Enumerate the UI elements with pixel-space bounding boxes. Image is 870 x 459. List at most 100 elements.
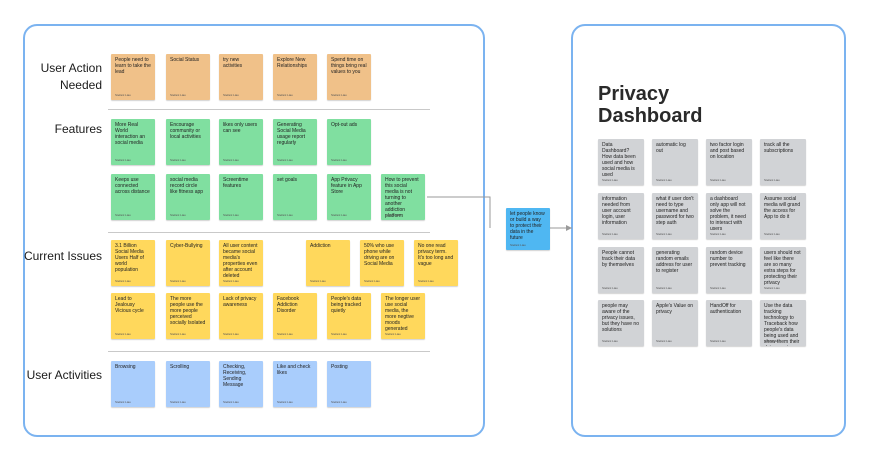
sticky-note[interactable]: The longer user use social media, the mo… <box>381 293 425 339</box>
note-text: random device number to prevent tracking <box>710 250 746 268</box>
note-author: Stefani Liao <box>331 158 347 162</box>
note-text: App Privacy feature in App Store <box>331 177 362 195</box>
note-author: Stefani Liao <box>277 93 293 97</box>
section-divider <box>108 351 430 352</box>
note-text: Screentime features <box>223 177 249 189</box>
sticky-note[interactable]: Use the data tracking technology to Trac… <box>760 300 806 346</box>
sticky-note[interactable]: what if user don't need to type username… <box>652 193 698 239</box>
note-text: More Real World interaction an social me… <box>115 122 146 146</box>
note-text: information needed from user account log… <box>602 196 631 226</box>
sticky-note[interactable]: How to prevent this social media is not … <box>381 174 425 220</box>
sticky-note[interactable]: Generating Social Media usage report reg… <box>273 119 317 165</box>
note-text: The longer user use social media, the mo… <box>385 296 421 332</box>
note-author: Stefani Liao <box>764 286 780 290</box>
note-text: Lead to Jealousy Vicious cycle <box>115 296 144 314</box>
note-text: Social Status <box>170 57 200 63</box>
sticky-note[interactable]: 3.1 Billion Social Media Users Half of w… <box>111 240 155 286</box>
note-text: let people know or build a way to protec… <box>510 211 545 241</box>
note-author: Stefani Liao <box>170 332 186 336</box>
sticky-note[interactable]: All user content became social media's p… <box>219 240 263 286</box>
sticky-note[interactable]: The more people use the more people perc… <box>166 293 210 339</box>
note-author: Stefani Liao <box>602 178 618 182</box>
sticky-note[interactable]: Assume social media will grand the acces… <box>760 193 806 239</box>
sticky-note[interactable]: generating random emails address for use… <box>652 247 698 293</box>
note-author: Stefani Liao <box>223 158 239 162</box>
note-text: social media record circle like fitness … <box>170 177 204 195</box>
note-author: Stefani Liao <box>656 232 672 236</box>
section-label-current-issues: Current Issues <box>23 249 102 263</box>
note-author: Stefani Liao <box>277 400 293 404</box>
section-label-user-action-needed: User Action Needed <box>40 61 102 92</box>
sticky-note[interactable]: a dashboard only app will not solve the … <box>706 193 752 239</box>
sticky-note[interactable]: information needed from user account log… <box>598 193 644 239</box>
sticky-note[interactable]: two factor login and post based on locat… <box>706 139 752 185</box>
note-text: Lack of privacy awareness <box>223 296 257 308</box>
note-text: Addiction <box>310 243 331 249</box>
note-text: 3.1 Billion Social Media Users Half of w… <box>115 243 144 273</box>
sticky-note[interactable]: Spend time on things bring real values t… <box>327 54 371 100</box>
note-text: Like and check likes <box>277 364 311 376</box>
note-author: Stefani Liao <box>331 93 347 97</box>
note-text: set goals <box>277 177 298 183</box>
note-author: Stefani Liao <box>331 400 347 404</box>
sticky-note[interactable]: 50% who use phone while driving are on S… <box>360 240 404 286</box>
sticky-note[interactable]: More Real World interaction an social me… <box>111 119 155 165</box>
sticky-note[interactable]: let people know or build a way to protec… <box>506 208 550 250</box>
note-text: likes only users can see <box>223 122 258 134</box>
sticky-note[interactable]: Data Dashboard? How data been used and h… <box>598 139 644 185</box>
note-author: Stefani Liao <box>115 158 131 162</box>
sticky-note[interactable]: social media record circle like fitness … <box>166 174 210 220</box>
sticky-note[interactable]: users should not feel like there are so … <box>760 247 806 293</box>
note-author: Stefani Liao <box>710 178 726 182</box>
sticky-note[interactable]: random device number to prevent tracking… <box>706 247 752 293</box>
note-author: Stefani Liao <box>223 332 239 336</box>
note-author: Stefani Liao <box>710 232 726 236</box>
sticky-note[interactable]: No one read privacy term. It's too long … <box>414 240 458 286</box>
note-text: a dashboard only app will not solve the … <box>710 196 746 232</box>
note-text: Encourage community or local activities <box>170 122 201 140</box>
note-text: The more people use the more people perc… <box>170 296 206 326</box>
note-text: Posting <box>331 364 348 370</box>
note-author: Stefani Liao <box>602 339 618 343</box>
sticky-note[interactable]: People cannot track their data by themse… <box>598 247 644 293</box>
note-author: Stefani Liao <box>656 178 672 182</box>
note-author: Stefani Liao <box>115 400 131 404</box>
sticky-note[interactable]: people may aware of the privacy issues, … <box>598 300 644 346</box>
note-author: Stefani Liao <box>331 213 347 217</box>
note-author: Stefani Liao <box>656 339 672 343</box>
note-text: two factor login and post based on locat… <box>710 142 745 160</box>
note-text: track all the subscriptions <box>764 142 794 154</box>
note-text: users should not feel like there are so … <box>764 250 801 286</box>
note-author: Stefani Liao <box>170 213 186 217</box>
note-author: Stefani Liao <box>710 286 726 290</box>
note-author: Stefani Liao <box>277 213 293 217</box>
note-author: Stefani Liao <box>385 332 401 336</box>
note-author: Stefani Liao <box>364 279 380 283</box>
